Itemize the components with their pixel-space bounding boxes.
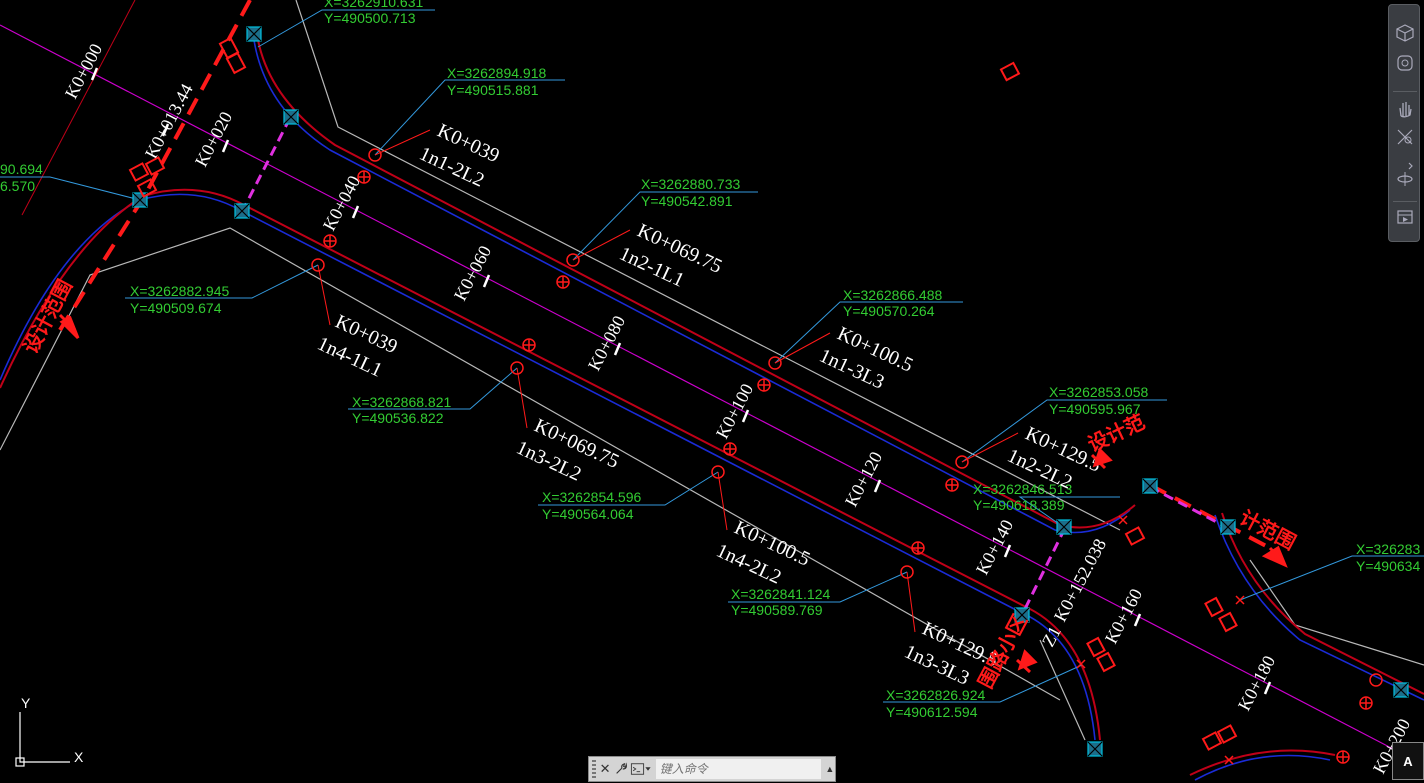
command-line: ✕ ▲ bbox=[588, 756, 836, 782]
coord-x: X=3262866.488 bbox=[843, 287, 942, 303]
navigation-bar bbox=[1388, 4, 1420, 242]
wrench-icon[interactable] bbox=[614, 760, 628, 778]
coord-y: Y=490618.389 bbox=[973, 497, 1065, 513]
station-label: K0+080 bbox=[584, 312, 629, 374]
annotation-scale-button[interactable]: A bbox=[1392, 742, 1424, 780]
grip-handle[interactable] bbox=[592, 760, 597, 778]
coord-x: X=3262846.513 bbox=[973, 481, 1072, 497]
station-label: K0+020 bbox=[191, 108, 236, 170]
chevron-up-icon[interactable]: ▲ bbox=[825, 764, 835, 774]
station-ticks bbox=[90, 67, 1272, 695]
coord-y: Y=490536.822 bbox=[352, 410, 444, 426]
coord-x: 90.694 bbox=[0, 161, 43, 177]
coord-y: Y=490589.769 bbox=[731, 602, 823, 618]
kerb-lines bbox=[0, 39, 1424, 776]
command-history-icon[interactable] bbox=[630, 760, 652, 778]
coord-x: X=3262910.631 bbox=[324, 0, 423, 10]
coord-y: 6.570 bbox=[0, 178, 35, 194]
z-label: Z1 bbox=[1038, 623, 1065, 650]
station-label: K0+180 bbox=[1234, 652, 1279, 714]
steering-wheel-icon[interactable] bbox=[1393, 51, 1417, 75]
cable-box-markers bbox=[128, 36, 1238, 751]
station-label: K0+040 bbox=[319, 172, 364, 234]
command-input[interactable] bbox=[655, 759, 821, 779]
pan-icon[interactable] bbox=[1393, 97, 1417, 121]
coord-x: X=3262854.596 bbox=[542, 489, 641, 505]
station-labels: K0+000 K0+013.44 K0+020 K0+040 K0+060 K0… bbox=[61, 40, 1414, 777]
coord-y: Y=490634 bbox=[1356, 558, 1420, 574]
center-line bbox=[0, 24, 1424, 766]
chevron-down-icon[interactable] bbox=[1393, 153, 1417, 177]
leader-lines bbox=[0, 9, 1424, 703]
station-label: K0+000 bbox=[61, 40, 106, 102]
coord-x: X=3262882.945 bbox=[130, 283, 229, 299]
coord-y: Y=490564.064 bbox=[542, 506, 634, 522]
coord-y: Y=490570.264 bbox=[843, 303, 935, 319]
coord-x: X=3262894.918 bbox=[447, 65, 546, 81]
coord-y: Y=490612.594 bbox=[886, 704, 978, 720]
coord-x: X=3262826.924 bbox=[886, 687, 985, 703]
close-icon[interactable]: ✕ bbox=[599, 761, 611, 776]
coord-y: Y=490509.674 bbox=[130, 300, 222, 316]
zoom-icon[interactable] bbox=[1393, 125, 1417, 149]
station-label: K0+152.038 bbox=[1050, 535, 1110, 624]
coordinate-labels: X=3262910.631 Y=490500.713 X=3262894.918… bbox=[0, 0, 1420, 720]
coord-x: X=3262841.124 bbox=[731, 586, 830, 602]
station-label: K0+120 bbox=[841, 448, 886, 510]
ucs-icon bbox=[15, 712, 70, 767]
design-range-arrows bbox=[58, 313, 1288, 674]
coord-x: X=3262868.821 bbox=[352, 394, 451, 410]
section-lines bbox=[241, 117, 1229, 616]
coord-x: X=326283 bbox=[1356, 541, 1420, 557]
connector-marks bbox=[1076, 515, 1245, 765]
coord-y: Y=490500.713 bbox=[324, 10, 416, 26]
coord-y: Y=490595.967 bbox=[1049, 401, 1141, 417]
coord-x: X=3262880.733 bbox=[641, 176, 740, 192]
design-range-label: 计范围 bbox=[1236, 505, 1300, 554]
ucs-y-label: Y bbox=[21, 695, 31, 711]
orbit-icon[interactable] bbox=[1393, 167, 1417, 191]
junction-boxes bbox=[132, 26, 1409, 757]
construction-lines bbox=[21, 0, 136, 216]
light-leaders bbox=[317, 129, 1019, 633]
coord-y: Y=490542.891 bbox=[641, 193, 733, 209]
station-label: K0+100 bbox=[712, 380, 757, 442]
boundary-lines bbox=[0, 0, 1424, 741]
coord-y: Y=490515.881 bbox=[447, 82, 539, 98]
design-limit-lines bbox=[58, 0, 1271, 550]
coord-x: X=3262853.058 bbox=[1049, 384, 1148, 400]
viewcube-icon[interactable] bbox=[1393, 21, 1417, 45]
light-symbols bbox=[311, 148, 1383, 764]
station-label: K0+060 bbox=[450, 242, 495, 304]
showmotion-icon[interactable] bbox=[1393, 205, 1417, 229]
ucs-x-label: X bbox=[74, 749, 84, 765]
